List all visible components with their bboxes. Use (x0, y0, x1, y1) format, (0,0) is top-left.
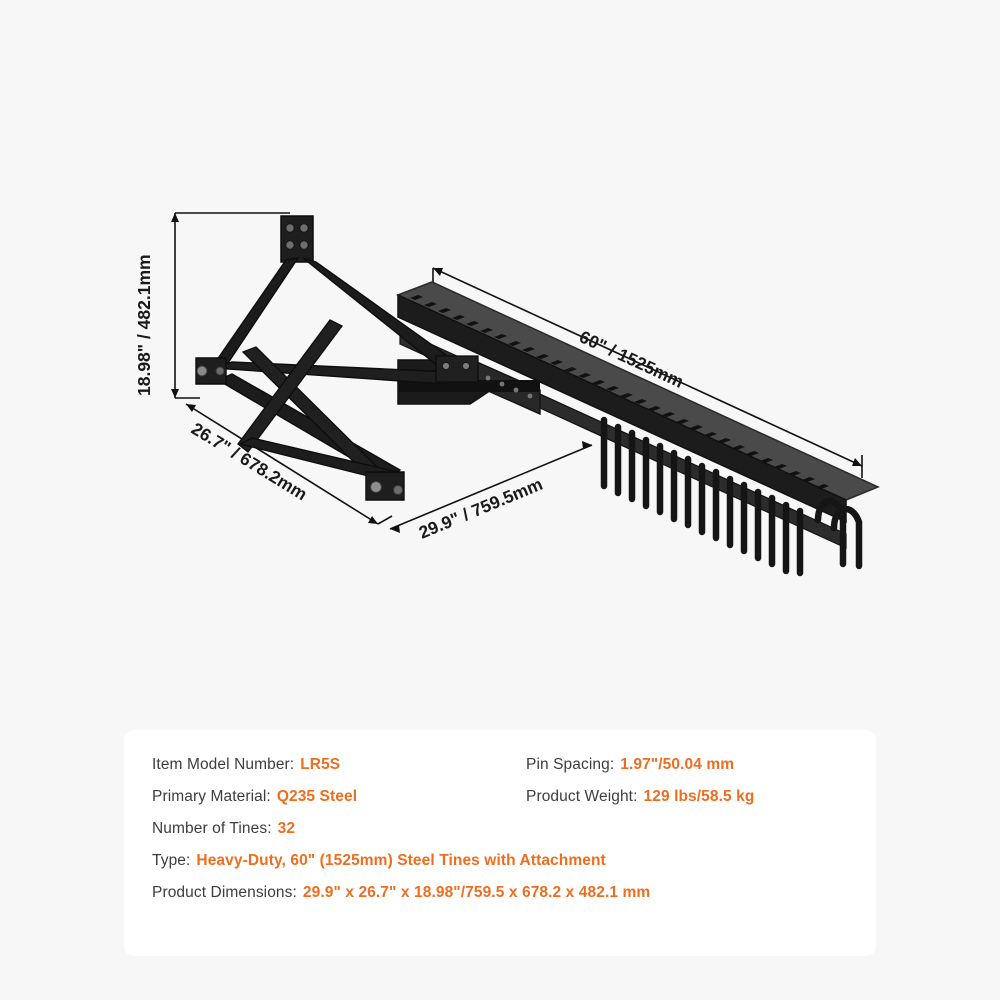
spec-row: Product Dimensions: 29.9" x 26.7" x 18.9… (152, 884, 848, 902)
spec-label: Product Dimensions: (152, 884, 297, 901)
spec-label: Type: (152, 852, 191, 869)
spec-label: Product Weight: (526, 788, 638, 805)
spec-value: Heavy-Duty, 60" (1525mm) Steel Tines wit… (196, 852, 606, 869)
spec-label: Primary Material: (152, 788, 271, 805)
spec-row: Number of Tines: 32 (152, 820, 848, 838)
product-dimension-diagram: 18.98" / 482.1mm 26.7" / 678.2mm 29.9" /… (134, 212, 880, 577)
spec-value: 29.9" x 26.7" x 18.98"/759.5 x 678.2 x 4… (302, 884, 651, 901)
spec-row: Primary Material: Q235 Steel Product Wei… (152, 788, 848, 806)
spec-label: Pin Spacing: (526, 756, 615, 773)
three-point-hitch-frame (195, 215, 479, 501)
spec-item-pin-spacing: Pin Spacing: 1.97"/50.04 mm (526, 756, 848, 774)
spec-label: Item Model Number: (152, 756, 295, 773)
specification-grid: Item Model Number: LR5S Pin Spacing: 1.9… (152, 756, 848, 902)
dimension-label-width: 29.9" / 759.5mm (416, 474, 545, 543)
spec-item-type: Type: Heavy-Duty, 60" (1525mm) Steel Tin… (152, 852, 606, 870)
spec-value: LR5S (300, 756, 341, 773)
spec-label: Number of Tines: (152, 820, 272, 837)
product-illustration (195, 215, 880, 577)
spec-row: Type: Heavy-Duty, 60" (1525mm) Steel Tin… (152, 852, 848, 870)
rake-tine-slots (410, 295, 829, 489)
spec-value: 129 lbs/58.5 kg (643, 788, 755, 805)
dimension-lines (171, 212, 863, 533)
spec-item-product-weight: Product Weight: 129 lbs/58.5 kg (526, 788, 848, 806)
spec-value: Q235 Steel (276, 788, 358, 805)
spec-item-model-number: Item Model Number: LR5S (152, 756, 526, 774)
spec-row: Item Model Number: LR5S Pin Spacing: 1.9… (152, 756, 848, 774)
spec-item-number-of-tines: Number of Tines: 32 (152, 820, 526, 838)
spec-value: 32 (277, 820, 296, 837)
spec-value: 1.97"/50.04 mm (620, 756, 735, 773)
spec-item-product-dimensions: Product Dimensions: 29.9" x 26.7" x 18.9… (152, 884, 650, 902)
dimension-label-height: 18.98" / 482.1mm (134, 254, 154, 396)
specification-card: Item Model Number: LR5S Pin Spacing: 1.9… (124, 730, 876, 956)
spec-item-primary-material: Primary Material: Q235 Steel (152, 788, 526, 806)
rake-tines (600, 416, 863, 577)
